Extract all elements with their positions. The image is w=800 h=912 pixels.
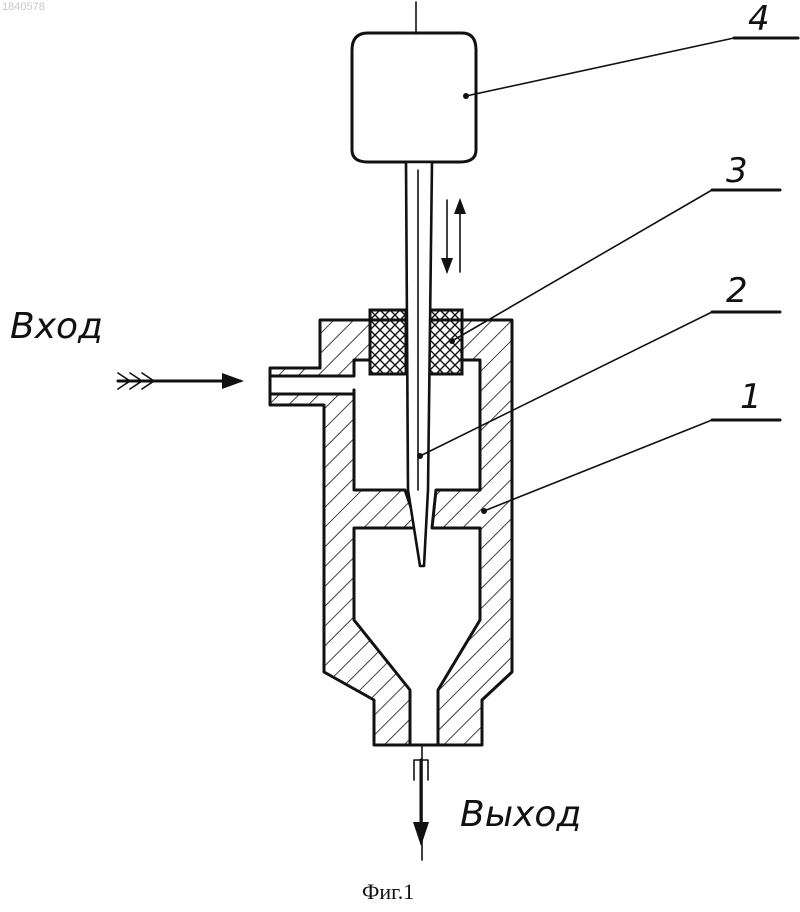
leader-part-4: [463, 38, 798, 99]
part-number-1: 1: [740, 377, 762, 417]
valve-housing: [270, 318, 512, 745]
part-number-4: 4: [748, 0, 770, 39]
inlet-arrow: [118, 373, 244, 389]
inlet-label: Вход: [10, 306, 103, 347]
leader-part-1: [481, 420, 780, 514]
part-number-2: 2: [726, 271, 748, 311]
needle-rod: [406, 162, 432, 566]
outlet-label: Выход: [460, 794, 581, 835]
outlet-arrow: [413, 760, 429, 846]
actuator-block: [352, 33, 476, 162]
part-number-3: 3: [726, 151, 748, 191]
reciprocating-motion-arrows: [441, 198, 466, 274]
document-number: 1840578: [2, 1, 45, 13]
figure-caption: Фиг.1: [362, 879, 414, 904]
